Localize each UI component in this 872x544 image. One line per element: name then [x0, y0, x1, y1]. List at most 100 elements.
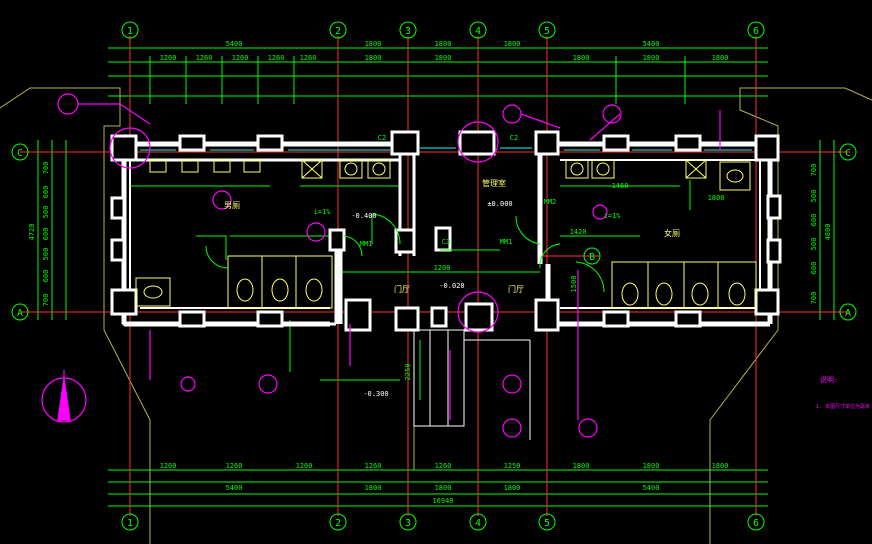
section-tags: [41, 93, 721, 438]
grid-6-bottom: 6: [753, 518, 759, 529]
pilasters: [110, 130, 782, 332]
label-mgmt: 管理室: [482, 178, 506, 188]
dim-left-s5: 500: [42, 248, 50, 261]
tag-mm2: MM2: [544, 198, 557, 206]
grid-a-right: A: [845, 308, 851, 319]
dim-bot-total: 16940: [432, 497, 453, 505]
tag-c2a: C2: [378, 134, 386, 142]
grid-b-inner: B: [589, 252, 595, 263]
dim-left-s1: 700: [42, 162, 50, 175]
elev-4: -0.300: [363, 390, 388, 398]
grid-bubbles: [11, 21, 857, 531]
dim-1500: 1500: [570, 276, 578, 293]
dim-left-s3: 500: [42, 206, 50, 219]
grid-a-left: A: [17, 308, 23, 319]
grid-5-bottom: 5: [544, 518, 550, 529]
dim-top2-9: 1800: [435, 54, 452, 62]
dim-right-s4: 500: [810, 238, 818, 251]
grid-3-bottom: 3: [405, 518, 411, 529]
dimension-text: 5400 1800 1800 1800 5400 1260 1260 1260 …: [28, 40, 832, 505]
dim-top2-3: 1260: [268, 54, 285, 62]
dim-bot1-5: 1250: [504, 462, 521, 470]
dim-right-total: 4800: [824, 224, 832, 241]
dim-top-1800-b: 1800: [435, 40, 452, 48]
dim-bot1-4: 1260: [435, 462, 452, 470]
dim-left-s7: 700: [42, 294, 50, 307]
dim-bot1-8: 1800: [712, 462, 729, 470]
dim-left-s4: 600: [42, 228, 50, 241]
label-womens: 女厕: [664, 228, 680, 238]
dim-1420: 1420: [570, 228, 587, 236]
toilet-stalls: [135, 159, 757, 309]
tag-c2b: C2: [510, 134, 518, 142]
dim-bot2-5400-left: 5400: [226, 484, 243, 492]
grid-4-bottom: 4: [475, 518, 481, 529]
dim-bot1-0: 1260: [160, 462, 177, 470]
dimension-lines: [37, 40, 835, 512]
dim-top2-1: 1260: [196, 54, 213, 62]
slope-2: i=1%: [604, 212, 622, 220]
elev-2: -0.400: [351, 212, 376, 220]
dim-left-s2: 600: [42, 186, 50, 199]
dim-top-5400-left: 5400: [226, 40, 243, 48]
axis-lines: [20, 36, 850, 516]
dim-right-s1: 700: [810, 164, 818, 177]
dim-top2-4: 1260: [300, 54, 317, 62]
dim-1800: 1800: [708, 194, 725, 202]
dim-top2-8: 1800: [712, 54, 729, 62]
doors: [196, 213, 605, 293]
tag-mm1b: MM1: [500, 238, 513, 246]
dim-right-s6: 700: [810, 292, 818, 305]
elev-3: -0.020: [439, 282, 464, 290]
grid-1-top: 1: [127, 26, 133, 37]
note-title: 说明:: [820, 375, 838, 384]
dim-top2-2: 1260: [232, 54, 249, 62]
grid-4-top: 4: [475, 26, 481, 37]
dim-stair: 2250: [404, 364, 412, 381]
grid-6-top: 6: [753, 26, 759, 37]
dim-top-1800-a: 1800: [365, 40, 382, 48]
label-entry-left: 门厅: [394, 284, 410, 294]
note-body: 1. 本图尺寸单位为毫米: [816, 403, 870, 410]
grid-5-top: 5: [544, 26, 550, 37]
dim-bot2-1800-b: 1800: [435, 484, 452, 492]
tag-mm1: MM1: [360, 240, 373, 248]
dim-right-s5: 600: [810, 262, 818, 275]
dim-bot2-1800-c: 1800: [504, 484, 521, 492]
grid-c-left: C: [17, 148, 23, 159]
dim-bot1-3: 1260: [365, 462, 382, 470]
slope-1: i=1%: [314, 208, 332, 216]
dim-left-s6: 600: [42, 270, 50, 283]
tag-c3: C3: [442, 238, 450, 246]
dim-right-s2: 500: [810, 190, 818, 203]
dim-bot1-6: 1800: [573, 462, 590, 470]
dim-top2-6: 1800: [573, 54, 590, 62]
dim-bot1-2: 1260: [296, 462, 313, 470]
dim-right-s3: 600: [810, 214, 818, 227]
grid-1-bottom: 1: [127, 518, 133, 529]
dim-bot1-1: 1260: [226, 462, 243, 470]
grid-3-top: 3: [405, 26, 411, 37]
room-labels: 男厕 女厕 管理室 门厅 门厅: [224, 178, 680, 294]
entrance-ramp: [413, 329, 531, 440]
grid-2-bottom: 2: [335, 518, 341, 529]
dim-top2-0: 1260: [160, 54, 177, 62]
grid-labels: 1 2 3 4 5 6 1 2 3 4 5 6 C A C A B: [17, 26, 851, 529]
dim-1200: 1200: [434, 264, 451, 272]
dim-top2-7: 1800: [643, 54, 660, 62]
windows: [140, 147, 752, 151]
annotation-text: ±0.000 -0.400 -0.020 -0.300 MM1 MM1 MM2 …: [314, 134, 870, 410]
dim-bot1-7: 1800: [643, 462, 660, 470]
dim-bot2-1800-a: 1800: [365, 484, 382, 492]
dim-top-5400-right: 5400: [643, 40, 660, 48]
dim-top2-5: 1800: [365, 54, 382, 62]
dim-bot2-5400-right: 5400: [643, 484, 660, 492]
dim-1460: 1460: [612, 182, 629, 190]
elev-1: ±0.000: [487, 200, 512, 208]
label-mens: 男厕: [224, 201, 240, 210]
grid-2-top: 2: [335, 26, 341, 37]
dim-top-1800-c: 1800: [504, 40, 521, 48]
grid-c-right: C: [845, 148, 851, 159]
